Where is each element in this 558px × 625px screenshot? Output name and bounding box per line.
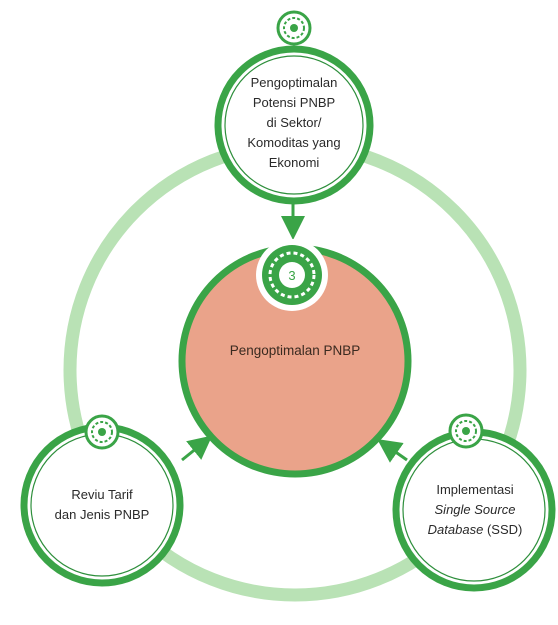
top-node-line: Komoditas yang (247, 135, 341, 150)
center-badge-text: 3 (288, 268, 295, 283)
top-node-line: Pengoptimalan (250, 75, 338, 90)
center-badge (256, 239, 328, 311)
left-node-line: dan Jenis PNBP (54, 507, 150, 522)
gear-badge-icon (84, 414, 120, 450)
arrow-right-to-center (377, 439, 408, 463)
left-node-line: Reviu Tarif (71, 487, 133, 502)
top-node-line: Ekonomi (268, 155, 320, 170)
top-node-label: Pengoptimalan Potensi PNBP di Sektor/ Ko… (219, 62, 369, 184)
center-label: Pengoptimalan PNBP (185, 330, 405, 370)
arrow-left-to-center (181, 435, 213, 462)
center-label-text: Pengoptimalan PNBP (229, 342, 361, 358)
top-node-line: Potensi PNBP (252, 95, 336, 110)
top-node-line: di Sektor/ (266, 115, 322, 130)
right-node-line-rest: (SSD) (483, 522, 523, 537)
right-node-line-italic: Database (427, 522, 484, 537)
node-top (214, 45, 374, 205)
right-node-line: Implementasi (436, 482, 514, 497)
right-node-line: Database (SSD) (428, 520, 523, 540)
left-node-label: Reviu Tarif dan Jenis PNBP (22, 470, 182, 540)
gear-badge-icon (276, 10, 312, 46)
gear-badge-icon (448, 413, 484, 449)
right-node-line: Single Source (434, 502, 516, 517)
right-node-label: Implementasi Single Source Database (SSD… (395, 470, 555, 550)
